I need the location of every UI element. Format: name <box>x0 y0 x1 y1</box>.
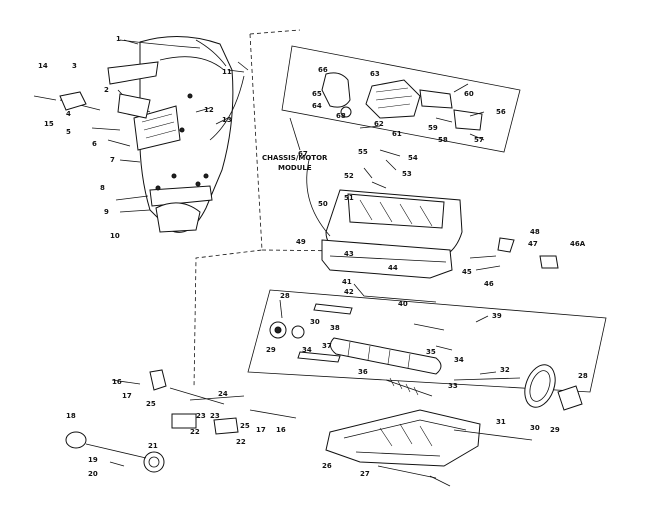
leader-lines <box>123 39 533 487</box>
label-67: 67 <box>298 150 308 158</box>
label-39: 39 <box>492 312 502 320</box>
label-21: 21 <box>148 442 158 450</box>
label-3: 3 <box>72 62 77 70</box>
label-37: 37 <box>322 342 332 350</box>
label-28-b: 28 <box>578 372 588 380</box>
label-4: 4 <box>66 110 71 118</box>
label-53: 53 <box>402 170 412 178</box>
label-17-a: 17 <box>122 392 132 400</box>
label-42: 42 <box>344 288 354 296</box>
label-43: 43 <box>344 250 354 258</box>
label-1: 1 <box>116 35 121 43</box>
label-17-b: 17 <box>256 426 266 434</box>
label-16-a: 16 <box>112 378 122 386</box>
label-28-a: 28 <box>280 292 290 300</box>
label-57: 57 <box>474 136 484 144</box>
motor-assembly <box>281 45 521 153</box>
label-23-a: 23 <box>196 412 206 420</box>
label-18: 18 <box>66 412 76 420</box>
label-29-a: 29 <box>266 346 276 354</box>
label-5: 5 <box>66 128 71 136</box>
label-68: 68 <box>336 112 346 120</box>
module-label-line-2: MODULE <box>278 164 312 172</box>
label-24: 24 <box>218 390 228 398</box>
label-30-b: 30 <box>530 424 540 432</box>
label-2: 2 <box>104 86 109 94</box>
label-7: 7 <box>110 156 115 164</box>
agitator-assembly <box>247 289 607 397</box>
label-22-b: 22 <box>236 438 246 446</box>
label-26: 26 <box>322 462 332 470</box>
label-49: 49 <box>296 238 306 246</box>
label-12: 12 <box>204 106 214 114</box>
label-30-a: 30 <box>310 318 320 326</box>
label-36: 36 <box>358 368 368 376</box>
label-13: 13 <box>222 116 232 124</box>
label-40: 40 <box>398 300 408 308</box>
label-15: 15 <box>44 120 54 128</box>
label-23-b: 23 <box>210 412 220 420</box>
label-9: 9 <box>104 208 109 216</box>
label-33: 33 <box>448 382 458 390</box>
label-6: 6 <box>92 140 97 148</box>
label-25-b: 25 <box>240 422 250 430</box>
label-25-a: 25 <box>146 400 156 408</box>
label-58: 58 <box>438 136 448 144</box>
label-10: 10 <box>110 232 120 240</box>
label-60: 60 <box>464 90 474 98</box>
belt-assembly <box>453 364 583 411</box>
label-65: 65 <box>312 90 322 98</box>
wheel-assembly <box>65 369 297 473</box>
label-22-a: 22 <box>190 428 200 436</box>
base-plate <box>325 409 481 479</box>
label-34-a: 34 <box>302 346 312 354</box>
label-47: 47 <box>528 240 538 248</box>
label-19: 19 <box>88 456 98 464</box>
chassis <box>306 155 559 303</box>
label-62: 62 <box>374 120 384 128</box>
label-50: 50 <box>318 200 328 208</box>
label-46: 46 <box>484 280 494 288</box>
label-55: 55 <box>358 148 368 156</box>
label-52: 52 <box>344 172 354 180</box>
label-48: 48 <box>530 228 540 236</box>
label-11: 11 <box>222 68 232 76</box>
label-35: 35 <box>426 348 436 356</box>
label-63: 63 <box>370 70 380 78</box>
label-45: 45 <box>462 268 472 276</box>
label-29-b: 29 <box>550 426 560 434</box>
part-labels: 1 2 3 4 5 6 7 8 9 10 11 12 13 14 15 16 1… <box>38 35 588 478</box>
label-46a: 46A <box>570 240 586 248</box>
module-caption: CHASSIS/MOTOR MODULE <box>262 154 328 172</box>
label-44: 44 <box>388 264 398 272</box>
label-51: 51 <box>344 194 354 202</box>
module-label-line-1: CHASSIS/MOTOR <box>262 154 328 162</box>
label-59: 59 <box>428 124 438 132</box>
label-38: 38 <box>330 324 340 332</box>
label-66: 66 <box>318 66 328 74</box>
label-61: 61 <box>392 130 402 138</box>
label-20: 20 <box>88 470 98 478</box>
label-31: 31 <box>496 418 506 426</box>
housing-assembly <box>33 36 249 233</box>
label-64: 64 <box>312 102 322 110</box>
label-56: 56 <box>496 108 506 116</box>
label-16-b: 16 <box>276 426 286 434</box>
label-8: 8 <box>100 184 105 192</box>
label-41: 41 <box>342 278 352 286</box>
label-32: 32 <box>500 366 510 374</box>
label-34-b: 34 <box>454 356 464 364</box>
label-14: 14 <box>38 62 48 70</box>
label-27: 27 <box>360 470 370 478</box>
label-54: 54 <box>408 154 418 162</box>
